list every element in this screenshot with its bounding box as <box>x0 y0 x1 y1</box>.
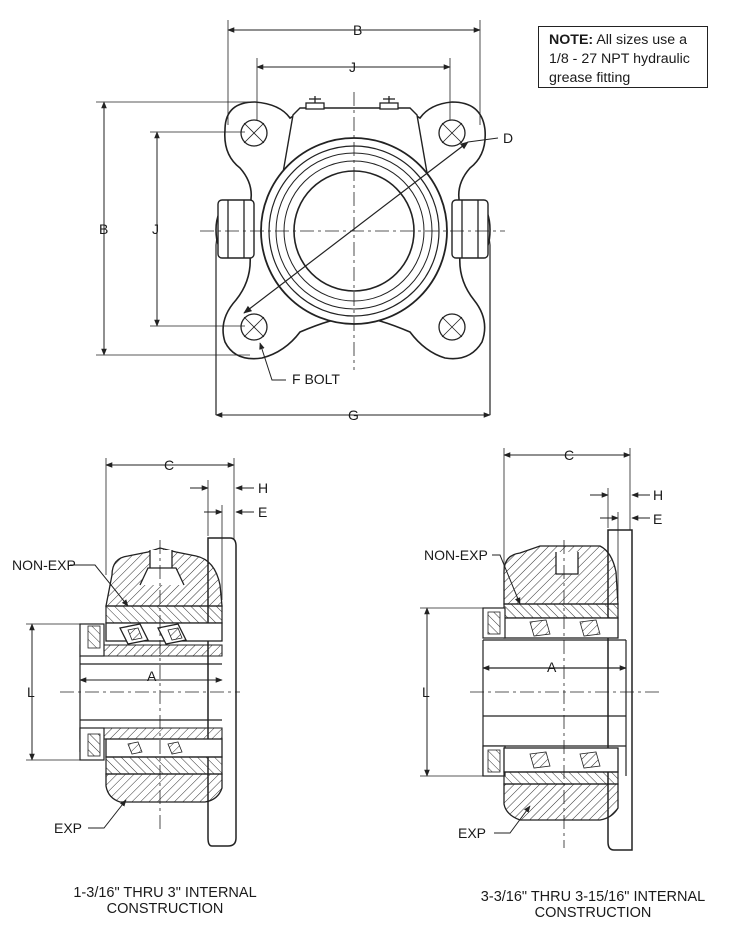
grease-fitting-left <box>305 96 325 110</box>
bolt-hole-bl <box>240 313 268 341</box>
right-base-hatched <box>503 783 619 821</box>
right-lower-ring <box>503 771 619 785</box>
right-upper-ring <box>503 603 619 619</box>
right-caption-line1: 3-3/16" THRU 3-15/16" INTERNAL <box>480 889 706 905</box>
left-label-dim-h: H <box>258 480 269 496</box>
bolt-hole-tr <box>438 119 466 147</box>
f-bolt-leader <box>259 342 286 381</box>
label-dim-j-left: J <box>152 221 159 237</box>
right-caption-line2: CONSTRUCTION <box>534 905 652 921</box>
left-base-hatched <box>105 773 223 803</box>
left-upper-ring <box>105 605 223 624</box>
label-dim-g: G <box>348 407 359 423</box>
left-caption-line2: CONSTRUCTION <box>106 901 224 917</box>
note-box: NOTE: All sizes use a 1/8 - 27 NPT hydra… <box>538 26 708 88</box>
right-section-view <box>420 448 660 851</box>
bolt-hole-br <box>438 313 466 341</box>
left-label-exp: EXP <box>54 820 83 836</box>
dim-d-line <box>243 141 469 314</box>
right-label-dim-a: A <box>547 659 557 675</box>
note-text: All sizes use a 1/8 - 27 NPT hydraulic g… <box>549 32 690 86</box>
label-dim-b-top: B <box>353 22 363 38</box>
left-caption: 1-3/16" THRU 3" INTERNAL CONSTRUCTION <box>50 885 280 917</box>
label-dim-d: D <box>503 130 514 146</box>
right-label-dim-h: H <box>653 487 664 503</box>
side-bolt-right <box>451 199 489 259</box>
right-cap-hatched <box>503 545 619 605</box>
right-label-dim-l: L <box>422 684 430 700</box>
bolt-hole-tl <box>240 119 268 147</box>
left-label-dim-l: L <box>27 684 35 700</box>
label-dim-j-top: J <box>349 59 356 75</box>
left-label-dim-e: E <box>258 504 268 520</box>
right-caption: 3-3/16" THRU 3-15/16" INTERNAL CONSTRUCT… <box>455 889 731 921</box>
left-label-dim-c: C <box>164 457 175 473</box>
left-label-dim-a: A <box>147 668 157 684</box>
label-f-bolt: F BOLT <box>292 371 340 387</box>
right-label-non-exp: NON-EXP <box>424 547 488 563</box>
top-view <box>96 20 505 418</box>
left-section-view <box>26 458 254 847</box>
right-label-exp: EXP <box>458 825 487 841</box>
grease-fitting-right <box>379 96 399 110</box>
side-bolt-left <box>217 199 255 259</box>
left-caption-line1: 1-3/16" THRU 3" INTERNAL <box>73 885 257 901</box>
left-label-non-exp: NON-EXP <box>12 557 76 573</box>
label-dim-b-left: B <box>99 221 109 237</box>
right-label-dim-e: E <box>653 511 663 527</box>
left-lower-ring <box>105 756 223 775</box>
right-label-dim-c: C <box>564 447 575 463</box>
note-title: NOTE: <box>549 32 594 48</box>
